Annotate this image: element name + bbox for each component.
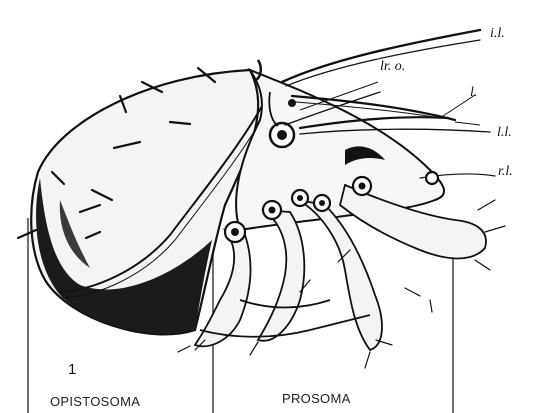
label-l-l: l.l.: [497, 126, 512, 140]
region-label-prosoma: PROSOMA: [282, 392, 351, 405]
label-lr-o: lr. o.: [380, 60, 405, 74]
label-r-l: r.l.: [498, 165, 513, 179]
figure-number: 1: [68, 362, 76, 377]
label-l: l.: [470, 86, 477, 100]
label-i-l: i.l.: [490, 27, 505, 41]
region-label-opistosoma: OPISTOSOMA: [50, 395, 140, 408]
